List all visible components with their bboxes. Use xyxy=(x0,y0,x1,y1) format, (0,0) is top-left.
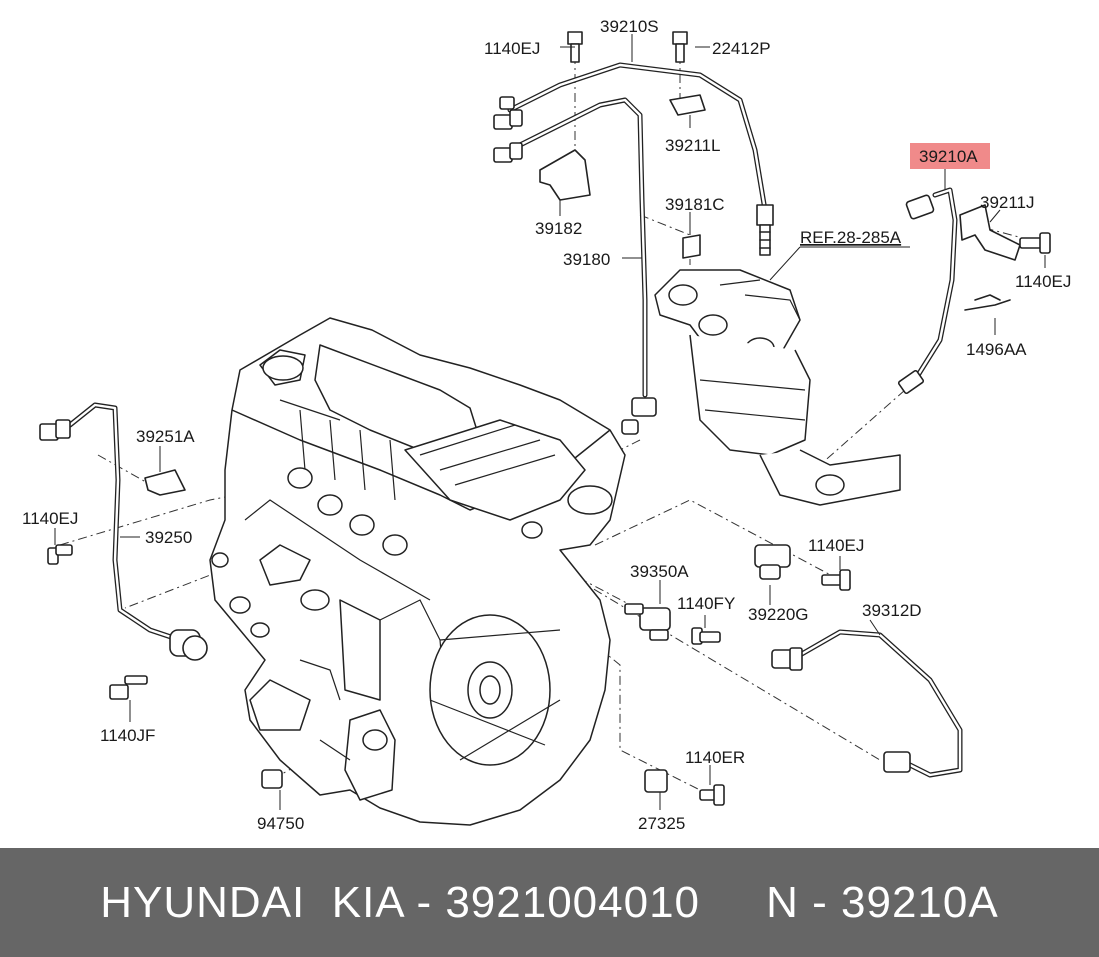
label-1140ER[interactable]: 1140ER xyxy=(685,748,745,767)
label-39211J[interactable]: 39211J xyxy=(980,193,1035,212)
label-1140FY[interactable]: 1140FY xyxy=(677,594,735,613)
part-number-caption: HYUNDAI KIA - 3921004010 N - 39210A xyxy=(100,877,999,927)
label-1140EJ-right[interactable]: 1140EJ xyxy=(1015,272,1071,291)
label-39251A[interactable]: 39251A xyxy=(136,427,195,446)
label-1140EJ-left[interactable]: 1140EJ xyxy=(22,509,78,528)
label-39220G[interactable]: 39220G xyxy=(748,605,809,624)
highlight-box xyxy=(910,143,990,169)
label-39312D[interactable]: 39312D xyxy=(862,601,922,620)
label-1140EJ-mid[interactable]: 1140EJ xyxy=(808,536,864,555)
small-parts xyxy=(39,31,1051,806)
label-22412P[interactable]: 22412P xyxy=(712,39,771,58)
label-39181C[interactable]: 39181C xyxy=(665,195,725,214)
parts-diagram: 39210S 1140EJ 22412P 39211L 39210A 39182… xyxy=(22,17,1071,833)
label-39211L[interactable]: 39211L xyxy=(665,136,720,155)
engine-block xyxy=(209,317,626,826)
catalytic-converter xyxy=(654,269,901,506)
footer-bar: HYUNDAI KIA - 3921004010 N - 39210A xyxy=(0,848,1099,957)
label-39210S[interactable]: 39210S xyxy=(600,17,659,36)
label-1496AA[interactable]: 1496AA xyxy=(966,340,1027,359)
label-94750[interactable]: 94750 xyxy=(257,814,304,833)
label-39210A[interactable]: 39210A xyxy=(919,147,978,166)
part-labels: 39210S 1140EJ 22412P 39211L 39210A 39182… xyxy=(22,17,1071,833)
label-39250[interactable]: 39250 xyxy=(145,528,192,547)
label-leaders xyxy=(54,34,1046,810)
label-39182[interactable]: 39182 xyxy=(535,219,582,238)
label-39180[interactable]: 39180 xyxy=(563,250,610,269)
label-reference[interactable]: REF.28-285A xyxy=(800,228,902,247)
label-39350A[interactable]: 39350A xyxy=(630,562,689,581)
label-1140EJ-top[interactable]: 1140EJ xyxy=(484,39,540,58)
label-1140JF[interactable]: 1140JF xyxy=(100,726,155,745)
label-27325[interactable]: 27325 xyxy=(638,814,685,833)
wiring xyxy=(67,62,963,778)
